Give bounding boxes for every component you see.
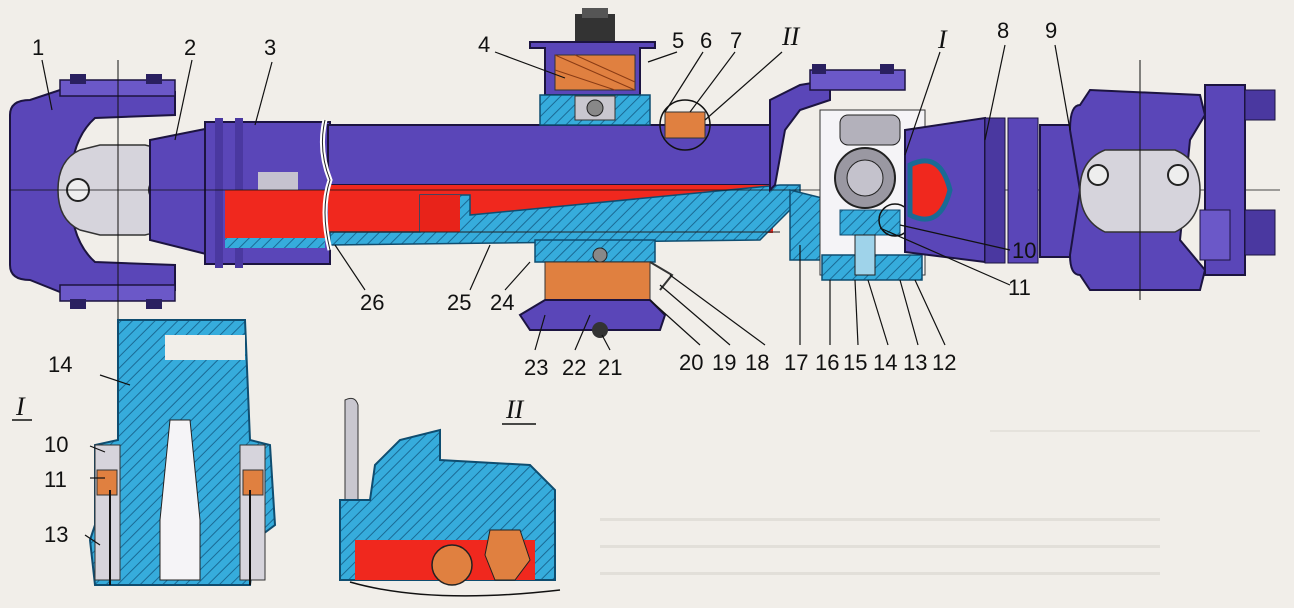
callout-4: 4	[478, 32, 490, 57]
main-assembly	[9, 8, 1280, 338]
callout-26: 26	[360, 290, 384, 315]
callout-15: 15	[843, 350, 867, 375]
detail-ii-section	[339, 397, 561, 597]
callout-19: 19	[712, 350, 736, 375]
callout-23: 23	[524, 355, 548, 380]
right-flange-yoke	[1068, 60, 1276, 300]
callout-1: 1	[32, 35, 44, 60]
callout-10-detail: 10	[44, 432, 68, 457]
callout-16: 16	[815, 350, 839, 375]
callout-14: 14	[873, 350, 897, 375]
callout-5: 5	[672, 28, 684, 53]
callout-7: 7	[730, 28, 742, 53]
callout-14-detail: 14	[48, 352, 72, 377]
callout-21: 21	[598, 355, 622, 380]
detail-ii-label: II	[505, 395, 525, 424]
detail-i-label-top: I	[937, 25, 948, 54]
main-tube	[10, 124, 1280, 246]
intermediate-support	[518, 8, 674, 338]
tube-left	[204, 118, 331, 268]
callout-labels: 1 2 3 4 5 6 7 8 9 10 11 12 13 14 15 16 1…	[32, 18, 1057, 547]
callout-18: 18	[745, 350, 769, 375]
callout-10: 10	[1012, 238, 1036, 263]
callout-11: 11	[1008, 275, 1031, 300]
callout-3: 3	[264, 35, 276, 60]
background-texture	[600, 430, 1260, 575]
leader-lines	[41, 44, 1071, 546]
callout-25: 25	[447, 290, 471, 315]
callout-17: 17	[784, 350, 808, 375]
callout-9: 9	[1045, 18, 1057, 43]
callout-22: 22	[562, 355, 586, 380]
detail-ii-label-top: II	[781, 22, 801, 51]
callout-6: 6	[700, 28, 712, 53]
detail-i-label: I	[15, 392, 26, 421]
callout-8: 8	[997, 18, 1009, 43]
yoke-2	[149, 126, 211, 257]
detail-ii-marker	[659, 99, 711, 151]
detail-i-section	[88, 319, 277, 586]
callout-12: 12	[932, 350, 956, 375]
detail-labels: I II I II	[12, 22, 948, 425]
callout-11-detail: 11	[44, 467, 67, 492]
callout-24: 24	[490, 290, 514, 315]
callout-20: 20	[679, 350, 703, 375]
callout-13: 13	[903, 350, 927, 375]
callout-2: 2	[184, 35, 196, 60]
callout-13-detail: 13	[44, 522, 68, 547]
